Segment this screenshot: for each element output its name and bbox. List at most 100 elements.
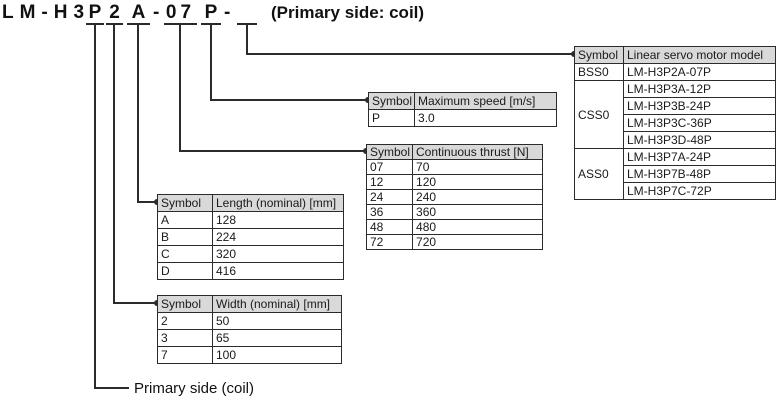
table-cell-value: 240 — [412, 189, 544, 205]
table-cell-symbol: C — [157, 245, 213, 263]
table-cell-model: LM-H3P2A-07P — [623, 63, 776, 81]
table-row: C 320 — [157, 245, 344, 263]
table-row: CSS0 LM-H3P3A-12P — [574, 80, 776, 149]
width-table: Symbol Width (nominal) [mm] 2 50 3 65 7 … — [157, 295, 342, 364]
table-cell-value: 224 — [212, 228, 344, 246]
connector-h-length — [137, 201, 157, 203]
table-cell-model: LM-H3P7C-72P — [623, 182, 776, 200]
table-header-row: Symbol Length (nominal) [mm] — [157, 194, 344, 212]
table-row: D 416 — [157, 262, 344, 280]
table-cell-symbol: 72 — [365, 234, 414, 250]
connector-h-width — [113, 302, 157, 304]
table-row: LM-H3P3D-48P — [575, 131, 776, 149]
thrust-table: Symbol Continuous thrust [N] 07 70 12 12… — [365, 144, 544, 250]
table-row: 72 720 — [365, 234, 544, 250]
table-cell-value: 480 — [412, 219, 544, 235]
connector-h-primary — [94, 387, 129, 389]
table-row: B 224 — [157, 228, 344, 246]
table-cell-value: 128 — [212, 211, 344, 229]
table-cell-symbol: 2 — [157, 312, 213, 330]
connector-v-speed — [210, 24, 212, 101]
table-cell-symbol: A — [157, 211, 213, 229]
table-cell-symbol: 07 — [365, 159, 414, 175]
table-cell-symbol: 48 — [365, 219, 414, 235]
table-header-cell: Linear servo motor model — [623, 46, 776, 64]
table-cell-value: 360 — [412, 204, 544, 220]
table-cell-model: LM-H3P3B-24P — [623, 97, 776, 115]
table-cell-symbol: B — [157, 228, 213, 246]
table-row: 48 480 — [365, 219, 544, 235]
table-cell-symbol: 3 — [157, 329, 213, 347]
table-row: ASS0 LM-H3P7A-24P — [574, 148, 776, 200]
code-segment-blank — [237, 2, 257, 25]
table-header-cell: Symbol — [574, 46, 624, 64]
table-cell-symbol: 7 — [157, 346, 213, 364]
table-row: 2 50 — [157, 312, 342, 330]
table-row: LM-H3P3C-36P — [575, 114, 776, 132]
table-cell-model: LM-H3P3A-12P — [623, 80, 776, 98]
table-row: A 128 — [157, 211, 344, 229]
primary-side-note: (Primary side: coil) — [271, 3, 425, 22]
code-segment-dash2: - — [224, 2, 231, 23]
table-row: 7 100 — [157, 346, 342, 364]
table-cell-symbol: BSS0 — [574, 63, 624, 81]
table-header-cell: Symbol — [367, 92, 416, 110]
table-row: 12 120 — [365, 174, 544, 190]
table-cell-model: LM-H3P3C-36P — [623, 114, 776, 132]
code-segment-series-p: P — [86, 2, 104, 25]
table-header-row: Symbol Linear servo motor model — [574, 46, 776, 64]
table-header-row: Symbol Width (nominal) [mm] — [157, 295, 342, 313]
code-segment-speed: P — [201, 2, 221, 25]
connector-h-speed — [210, 99, 368, 101]
table-row: 3 65 — [157, 329, 342, 347]
table-row: LM-H3P3B-24P — [575, 97, 776, 115]
table-cell-symbol: 12 — [365, 174, 414, 190]
table-cell-model: LM-H3P7B-48P — [623, 165, 776, 183]
table-cell-symbol: 36 — [365, 204, 414, 220]
table-header-row: Symbol Maximum speed [m/s] — [367, 92, 558, 110]
table-cell-value: 100 — [212, 346, 342, 364]
table-cell-value: 50 — [212, 312, 342, 330]
table-cell-value: 70 — [412, 159, 544, 175]
speed-table: Symbol Maximum speed [m/s] P 3.0 — [367, 92, 558, 127]
table-cell-symbol: ASS0 — [574, 148, 624, 200]
connector-v-model — [246, 24, 248, 55]
table-header-cell: Continuous thrust [N] — [412, 144, 544, 160]
connector-v-width — [113, 24, 115, 304]
table-cell-symbol: 24 — [365, 189, 414, 205]
table-cell-value: 416 — [212, 262, 344, 280]
table-cell-value: 65 — [212, 329, 342, 347]
table-cell-model: LM-H3P3D-48P — [623, 131, 776, 149]
connector-v-primary — [94, 24, 96, 389]
table-row: P 3.0 — [367, 109, 558, 127]
table-header-cell: Symbol — [365, 144, 414, 160]
model-table: Symbol Linear servo motor model BSS0 LM-… — [574, 46, 776, 200]
table-row: 24 240 — [365, 189, 544, 205]
table-cell-value: 120 — [412, 174, 544, 190]
table-cell-symbol: P — [367, 109, 416, 127]
table-cell-symbol: CSS0 — [574, 80, 624, 149]
code-segment-prefix: LM-H3 — [2, 2, 91, 23]
length-table: Symbol Length (nominal) [mm] A 128 B 224… — [157, 194, 344, 280]
connector-h-model — [246, 53, 574, 55]
table-header-row: Symbol Continuous thrust [N] — [365, 144, 544, 160]
table-row: 07 70 — [365, 159, 544, 175]
table-header-cell: Maximum speed [m/s] — [414, 92, 558, 110]
table-row: 36 360 — [365, 204, 544, 220]
code-segment-dash1: - — [153, 2, 160, 23]
code-segment-width: 2 — [106, 2, 123, 25]
code-segment-thrust: 07 — [164, 2, 197, 25]
table-row: LM-H3P7B-48P — [575, 165, 776, 183]
connector-v-length — [137, 24, 139, 203]
code-segment-length: A — [127, 2, 150, 25]
primary-side-label: Primary side (coil) — [134, 380, 255, 397]
table-cell-value: 3.0 — [414, 109, 558, 127]
table-header-cell: Symbol — [157, 295, 213, 313]
table-row: LM-H3P7C-72P — [575, 182, 776, 200]
connector-v-thrust — [179, 24, 181, 152]
table-cell-value: 320 — [212, 245, 344, 263]
connector-h-thrust — [179, 150, 366, 152]
table-header-cell: Width (nominal) [mm] — [212, 295, 342, 313]
table-header-cell: Length (nominal) [mm] — [212, 194, 344, 212]
